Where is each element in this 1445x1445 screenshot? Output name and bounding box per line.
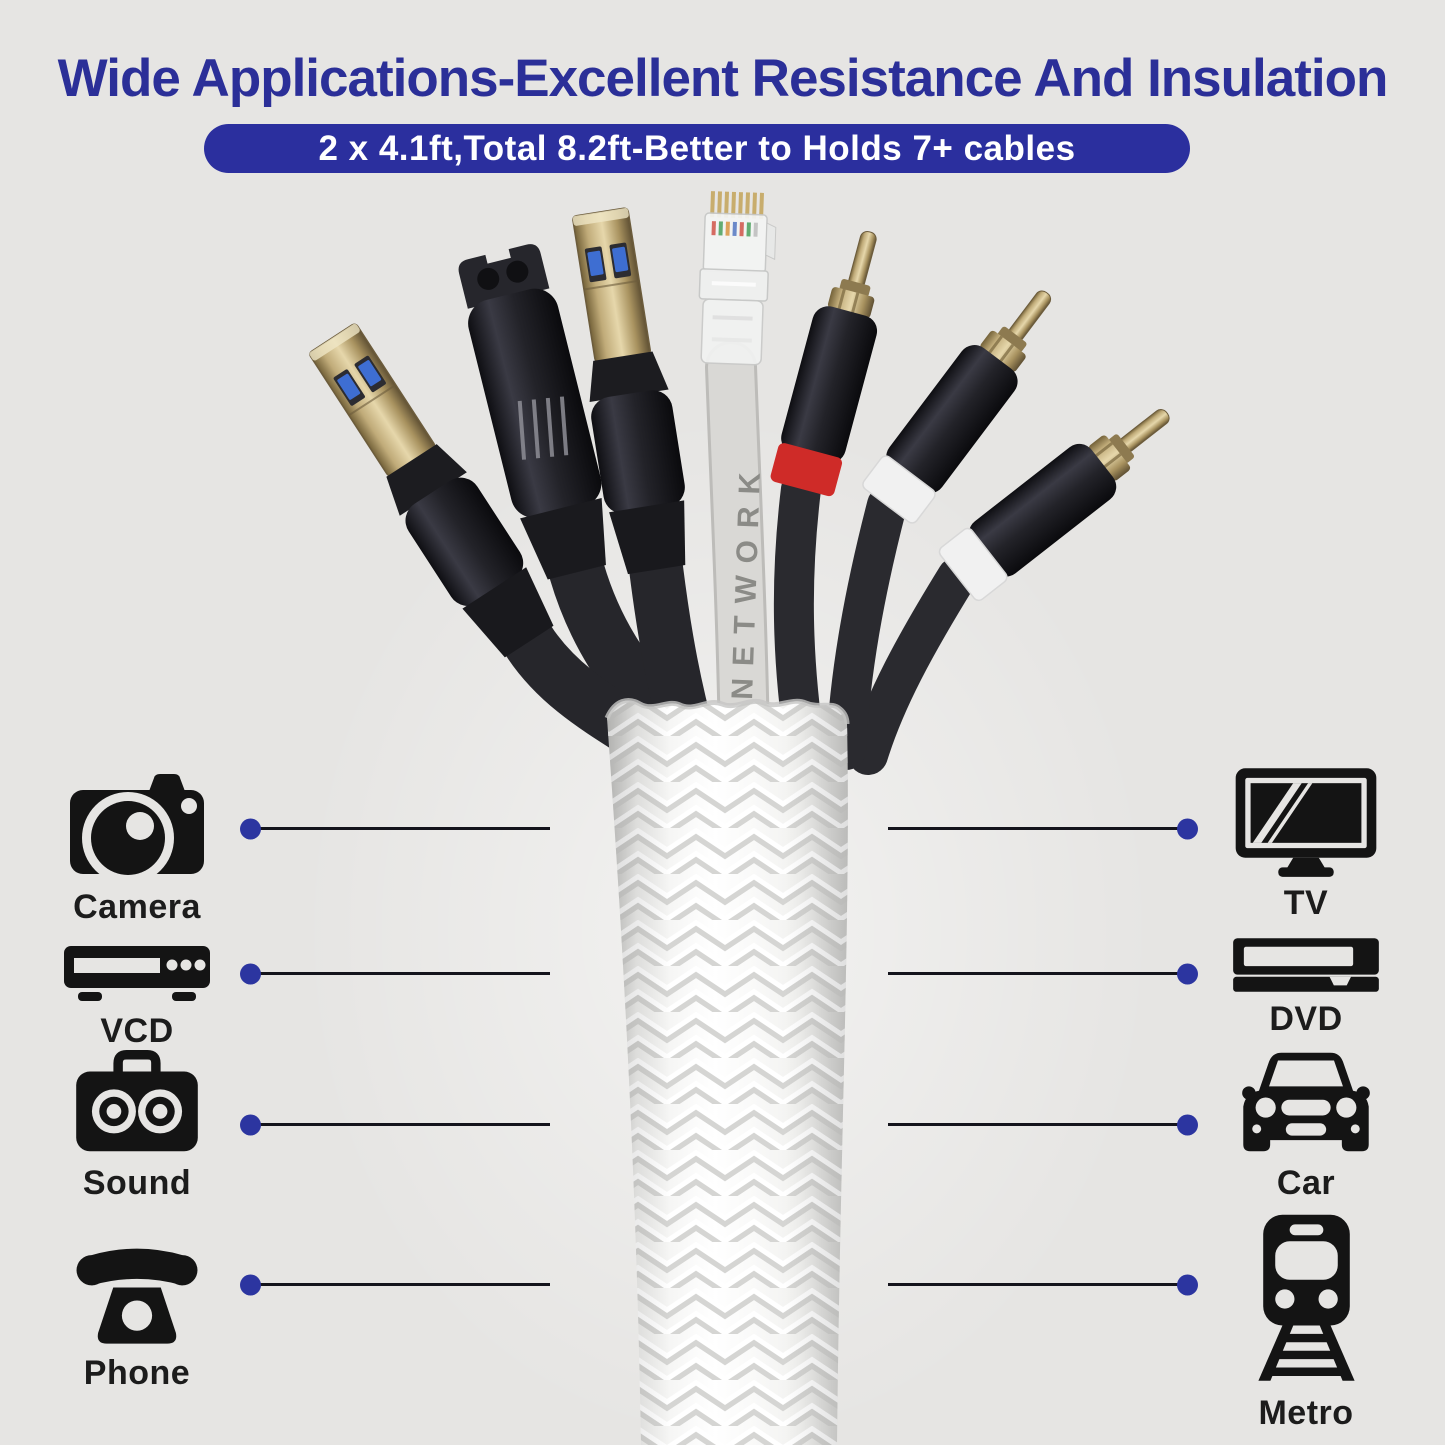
application-item-dvd: DVD [1218, 936, 1394, 1039]
application-item-vcd: VCD [49, 940, 225, 1051]
application-item-metro: Metro [1218, 1210, 1394, 1433]
leader-line-phone [240, 1274, 550, 1295]
leader-dot [1177, 818, 1198, 839]
leader-line-sound [240, 1114, 550, 1135]
sound-system-icon [76, 1050, 198, 1152]
rj45-network-connector [697, 191, 777, 365]
application-label: Camera [73, 888, 201, 926]
metro-train-icon [1257, 1214, 1355, 1381]
leader-line-tv [888, 818, 1198, 839]
leader-line-camera [240, 818, 550, 839]
rca-connector-red [770, 221, 904, 497]
size-banner-text: 2 x 4.1ft,Total 8.2ft-Better to Holds 7+… [318, 128, 1076, 168]
application-item-sound: Sound [49, 1048, 225, 1203]
leader-line-car [888, 1114, 1198, 1135]
application-item-camera: Camera [49, 760, 225, 927]
application-label: DVD [1269, 1000, 1343, 1038]
leader-dot [1177, 1114, 1198, 1135]
leader-dot [240, 963, 261, 984]
leader-dot [240, 1274, 261, 1295]
page-title: Wide Applications-Excellent Resistance A… [57, 49, 1389, 108]
application-label: Car [1276, 1164, 1336, 1202]
leader-line-metro [888, 1274, 1198, 1295]
rca-connector-white-1 [862, 271, 1075, 524]
tv-icon [1235, 768, 1377, 877]
application-label: Sound [82, 1164, 192, 1202]
application-label: Metro [1258, 1394, 1354, 1432]
leader-line-dvd [888, 963, 1198, 984]
application-item-phone: Phone [49, 1240, 225, 1393]
application-label: VCD [100, 1012, 174, 1050]
leader-dot [1177, 963, 1198, 984]
application-item-car: Car [1218, 1046, 1394, 1203]
leader-line-vcd [240, 963, 550, 984]
cable-connectors [296, 191, 1189, 665]
telephone-icon [76, 1248, 198, 1344]
dvd-player-icon [1233, 938, 1379, 992]
application-label: TV [1283, 884, 1329, 922]
rca-connector-white-2 [938, 385, 1189, 602]
car-icon [1242, 1052, 1370, 1152]
camera-icon [70, 774, 204, 882]
application-item-tv: TV [1218, 764, 1394, 923]
size-banner: 2 x 4.1ft,Total 8.2ft-Better to Holds 7+… [204, 124, 1190, 173]
vcd-player-icon [64, 946, 210, 1001]
leader-dot [1177, 1274, 1198, 1295]
leader-dot [240, 1114, 261, 1135]
leader-dot [240, 818, 261, 839]
application-label: Phone [83, 1354, 191, 1392]
